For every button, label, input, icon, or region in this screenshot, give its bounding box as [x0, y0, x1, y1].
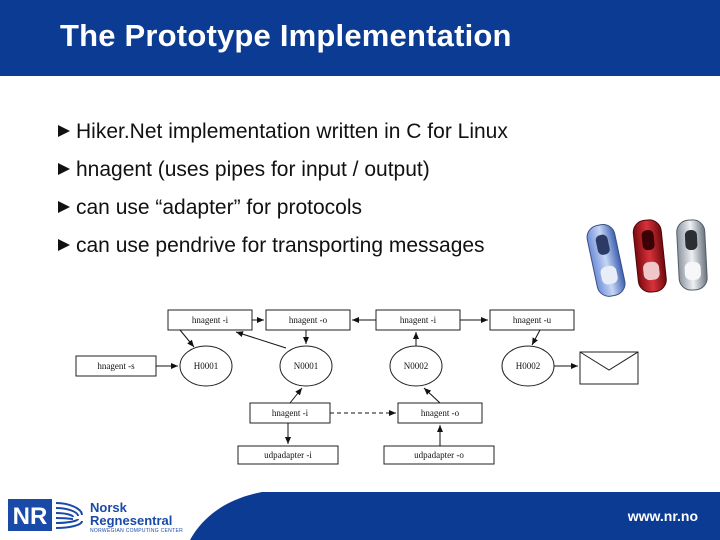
bullet-arrow-icon — [58, 163, 70, 175]
label-n0001: N0001 — [294, 361, 319, 371]
bullet-item: hnagent (uses pipes for input / output) — [58, 158, 508, 196]
bullet-item: Hiker.Net implementation written in C fo… — [58, 120, 508, 158]
nr-logo: NR — [8, 497, 88, 535]
bullet-list: Hiker.Net implementation written in C fo… — [58, 120, 508, 272]
bullet-arrow-icon — [58, 239, 70, 251]
bullet-text: can use “adapter” for protocols — [76, 196, 362, 219]
label-hnagent-i-mid: hnagent -i — [272, 408, 309, 418]
slide-title: The Prototype Implementation — [60, 18, 512, 54]
architecture-diagram: hnagent -i hnagent -o hnagent -i hnagent… — [0, 290, 720, 470]
label-hnagent-o-mid: hnagent -o — [421, 408, 460, 418]
label-udpadapter-o: udpadapter -o — [414, 450, 464, 460]
label-hnagent-o-top: hnagent -o — [289, 315, 328, 325]
bullet-item: can use pendrive for transporting messag… — [58, 234, 508, 272]
bullet-arrow-icon — [58, 125, 70, 137]
pendrives-image — [578, 210, 720, 302]
footer-url: www.nr.no — [628, 508, 698, 524]
envelope-icon — [580, 352, 638, 384]
label-udpadapter-i: udpadapter -i — [264, 450, 312, 460]
bullet-text: hnagent (uses pipes for input / output) — [76, 158, 430, 181]
label-hnagent-i-top-right: hnagent -i — [400, 315, 437, 325]
logo-text-regnesentral: Regnesentral — [90, 513, 172, 528]
label-hnagent-u: hnagent -u — [513, 315, 552, 325]
bullet-item: can use “adapter” for protocols — [58, 196, 508, 234]
label-hnagent-s: hnagent -s — [97, 361, 135, 371]
logo-mark: NR — [13, 503, 48, 530]
label-n0002: N0002 — [404, 361, 429, 371]
logo-text-tagline: NORWEGIAN COMPUTING CENTER — [90, 528, 183, 534]
label-h0002: H0002 — [516, 361, 541, 371]
label-h0001: H0001 — [194, 361, 219, 371]
bullet-text: Hiker.Net implementation written in C fo… — [76, 120, 508, 143]
bullet-arrow-icon — [58, 201, 70, 213]
label-hnagent-i-top-left: hnagent -i — [192, 315, 229, 325]
bullet-text: can use pendrive for transporting messag… — [76, 234, 485, 257]
